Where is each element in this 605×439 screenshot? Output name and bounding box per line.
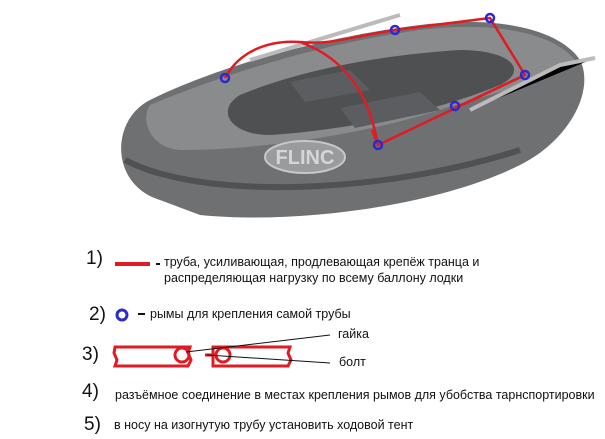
eye-ring-icon <box>389 24 401 36</box>
boat-seat-2 <box>340 92 440 128</box>
legend-text-1b: распределяющая нагрузку по всему баллону… <box>164 271 464 285</box>
label-bolt: болт <box>339 355 366 369</box>
oar-right <box>469 56 596 112</box>
legend-number-5: 5) <box>84 414 101 435</box>
legend-text-1a: труба, усиливающая, продлевающая крепёж … <box>164 255 480 269</box>
legend-number-1: 1) <box>86 248 103 269</box>
boat-rubstrip <box>123 147 521 191</box>
eye-ring-icon <box>219 72 231 84</box>
boat-floor <box>227 50 515 135</box>
reinforcement-tube <box>223 16 527 147</box>
brand-text: FLINC <box>276 147 335 169</box>
label-nut: гайка <box>338 327 369 341</box>
legend-number-2: 2) <box>89 304 106 325</box>
oar-left <box>249 13 401 62</box>
eye-legend-icon <box>115 308 129 322</box>
legend-text-5: в носу на изогнутую трубу установить ход… <box>114 418 414 432</box>
eye-ring-icon <box>449 100 461 112</box>
eye-ring-icon <box>484 12 496 24</box>
legend-text-2: рымы для крепления самой трубы <box>150 307 351 321</box>
brand-logo <box>264 140 346 174</box>
legend-number-3: 3) <box>82 344 99 365</box>
eye-ring-icon <box>372 139 384 151</box>
eye-ring-icon <box>519 69 531 81</box>
legend-text-4: разъёмное соединение в местах крепления … <box>115 388 595 402</box>
legend-number-4: 4) <box>82 381 99 402</box>
